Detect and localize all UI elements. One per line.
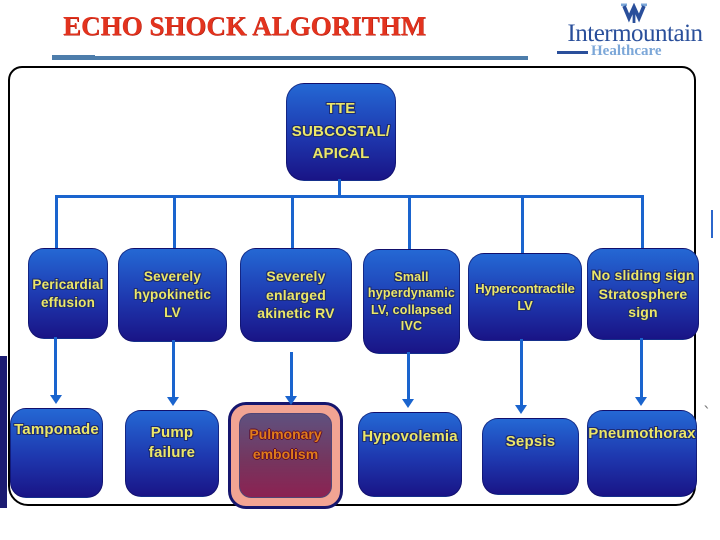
node-hypercontractile-lv: Hypercontractile LV <box>468 253 582 341</box>
connector-branch <box>641 197 644 248</box>
node-pulmonary-embolism: Pulmonary embolism <box>239 413 332 498</box>
down-arrow-head <box>167 397 179 406</box>
down-arrow-line <box>54 337 57 395</box>
down-arrow-head <box>50 395 62 404</box>
down-arrow-head <box>515 405 527 414</box>
logo-underline-dash <box>557 51 588 54</box>
intermountain-logo: Intermountain Healthcare <box>555 0 715 62</box>
connector-branch <box>291 197 294 248</box>
node-pump-failure: Pump failure <box>125 410 219 497</box>
logo-subtitle: Healthcare <box>591 43 662 59</box>
down-arrow-line <box>407 352 410 399</box>
connector-branch <box>408 197 411 249</box>
stray-tick-mark: ` <box>702 404 713 424</box>
down-arrow-line <box>520 339 523 405</box>
logo-mark-icon <box>621 3 647 23</box>
connector-branch <box>173 197 176 248</box>
down-arrow-head <box>635 397 647 406</box>
left-edge-strip <box>0 356 7 508</box>
node-pulmonary-embolism-highlight: Pulmonary embolism <box>228 402 343 509</box>
node-no-sliding-sign-stratosphere-sign: No sliding sign Stratosphere sign <box>587 248 699 340</box>
connector-branch <box>55 197 58 248</box>
connector-trunk <box>338 179 341 197</box>
down-arrow-head <box>285 396 297 405</box>
node-severely-hypokinetic-lv: Severely hypokinetic LV <box>118 248 227 342</box>
node-small-hyperdynamic-lv-collapsed-ivc: Small hyperdynamic LV, collapsed IVC <box>363 249 460 354</box>
down-arrow-line <box>640 338 643 397</box>
down-arrow-line <box>290 352 293 396</box>
connector-rail <box>55 195 644 198</box>
logo-name: Intermountain <box>567 20 703 47</box>
node-pericardial-effusion: Pericardial effusion <box>28 248 108 339</box>
connector-branch <box>521 197 524 253</box>
node-severely-enlarged-akinetic-rv: Severely enlarged akinetic RV <box>240 248 352 342</box>
node-sepsis: Sepsis <box>482 418 579 495</box>
title-underline <box>52 56 528 60</box>
node-hypovolemia: Hypovolemia <box>358 412 462 497</box>
node-tte-subcostal-apical: TTE SUBCOSTAL/ APICAL <box>286 83 396 181</box>
node-pneumothorax: Pneumothorax <box>587 410 697 497</box>
page-title: ECHO SHOCK ALGORITHM <box>63 11 427 41</box>
down-arrow-line <box>172 340 175 397</box>
node-tamponade: Tamponade <box>10 408 103 498</box>
down-arrow-head <box>402 399 414 408</box>
stray-blue-dash <box>711 210 713 238</box>
